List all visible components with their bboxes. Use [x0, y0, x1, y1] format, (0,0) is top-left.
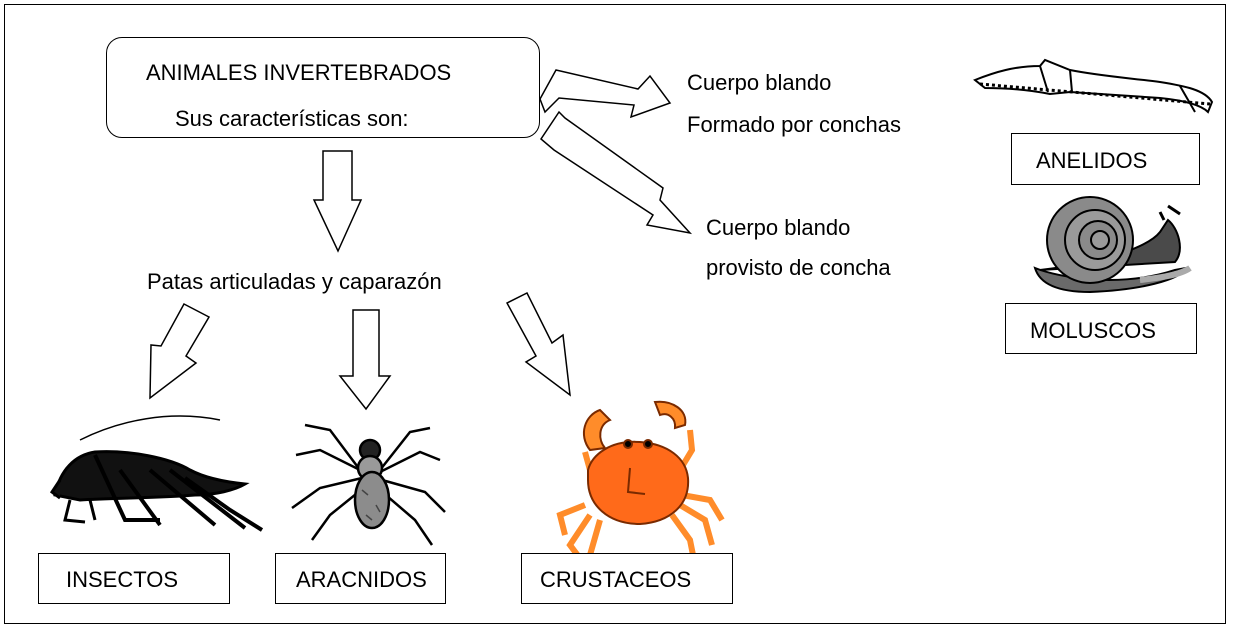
- insects-box: [38, 553, 230, 604]
- crustaceans-label: CRUSTACEOS: [540, 567, 692, 592]
- mollusk-trait-1: Cuerpo blando: [706, 215, 851, 240]
- snail-icon: [1033, 196, 1192, 294]
- title-box: [106, 37, 540, 138]
- arrow-to-arachnids: [338, 309, 392, 411]
- arrow-to-crustaceans: [505, 291, 571, 397]
- annelid-trait-1: Cuerpo blando: [687, 70, 832, 95]
- arachnids-label: ARACNIDOS: [296, 567, 427, 592]
- mollusk-trait-2: provisto de concha: [706, 255, 891, 280]
- annelid-trait-2: Formado por conchas: [687, 112, 901, 137]
- mollusks-box: [1005, 303, 1197, 354]
- diagram-frame: [4, 4, 1226, 624]
- title-line-2: Sus características son:: [175, 106, 409, 131]
- title-line-1: ANIMALES INVERTEBRADOS: [146, 60, 452, 85]
- mollusks-label: MOLUSCOS: [1030, 318, 1156, 343]
- annelids-box: [1011, 133, 1200, 185]
- arrow-to-annelid-traits: [539, 69, 672, 119]
- arrow-to-mollusk-traits: [540, 110, 693, 235]
- crab-icon: [556, 400, 725, 577]
- crustaceans-box: [521, 553, 733, 604]
- spider-icon: [291, 423, 446, 546]
- cricket-icon: [49, 415, 264, 532]
- worm-icon: [973, 58, 1214, 114]
- arrow-down-from-title: [312, 150, 363, 253]
- arthropod-trait: Patas articuladas y caparazón: [147, 269, 442, 294]
- insects-label: INSECTOS: [66, 567, 179, 592]
- arrow-to-insects: [149, 302, 211, 400]
- arachnids-box: [275, 553, 446, 604]
- annelids-label: ANELIDOS: [1036, 148, 1148, 173]
